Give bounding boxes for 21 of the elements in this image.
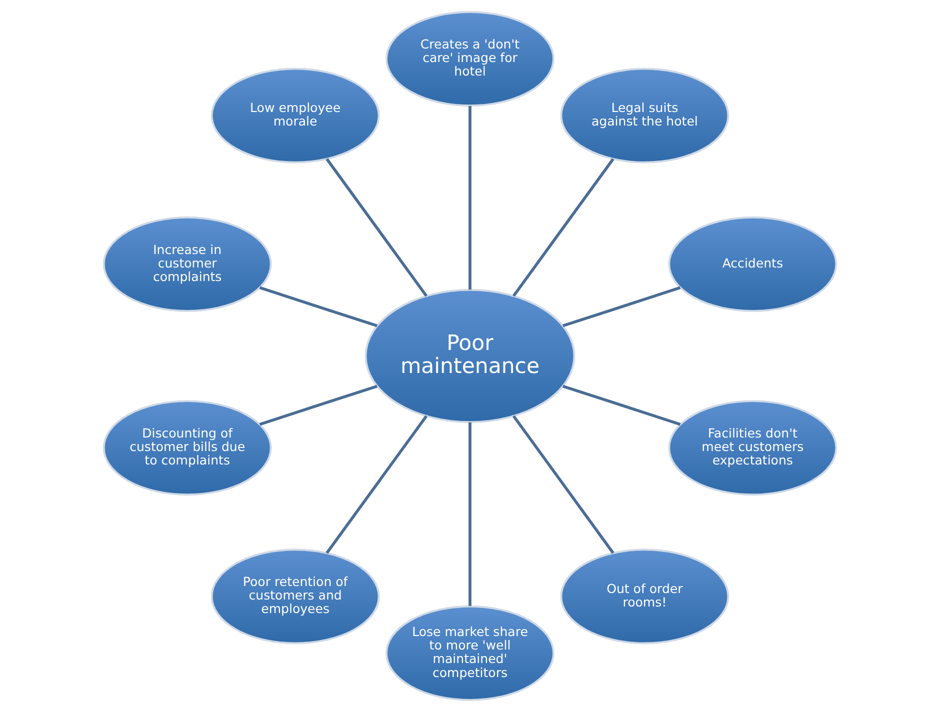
connector xyxy=(562,286,681,328)
connector xyxy=(512,158,614,297)
connector xyxy=(326,158,428,297)
connector xyxy=(468,106,472,290)
connector xyxy=(259,286,378,328)
node-ellipse: Accidents xyxy=(668,216,838,312)
node-ellipse: Low employee morale xyxy=(210,68,380,164)
node-ellipse: Poor maintenance xyxy=(364,288,576,424)
connector xyxy=(562,384,681,426)
connector xyxy=(512,415,614,554)
connector xyxy=(259,384,378,426)
node-ellipse: Poor retention of customers and employees xyxy=(210,548,380,644)
connector xyxy=(468,422,472,606)
node-ellipse: Out of order rooms! xyxy=(560,548,730,644)
node-ellipse: Creates a 'don't care' image for hotel xyxy=(386,11,554,107)
node-ellipse: Lose market share to more 'well maintained' competitors xyxy=(386,605,554,701)
node-ellipse: Facilities don't meet customers expectations xyxy=(668,400,838,496)
connector xyxy=(326,415,428,554)
node-ellipse: Discounting of customer bills due to complaints xyxy=(102,400,272,496)
node-ellipse: Legal suits against the hotel xyxy=(560,68,730,164)
node-ellipse: Increase in customer complaints xyxy=(102,216,272,312)
